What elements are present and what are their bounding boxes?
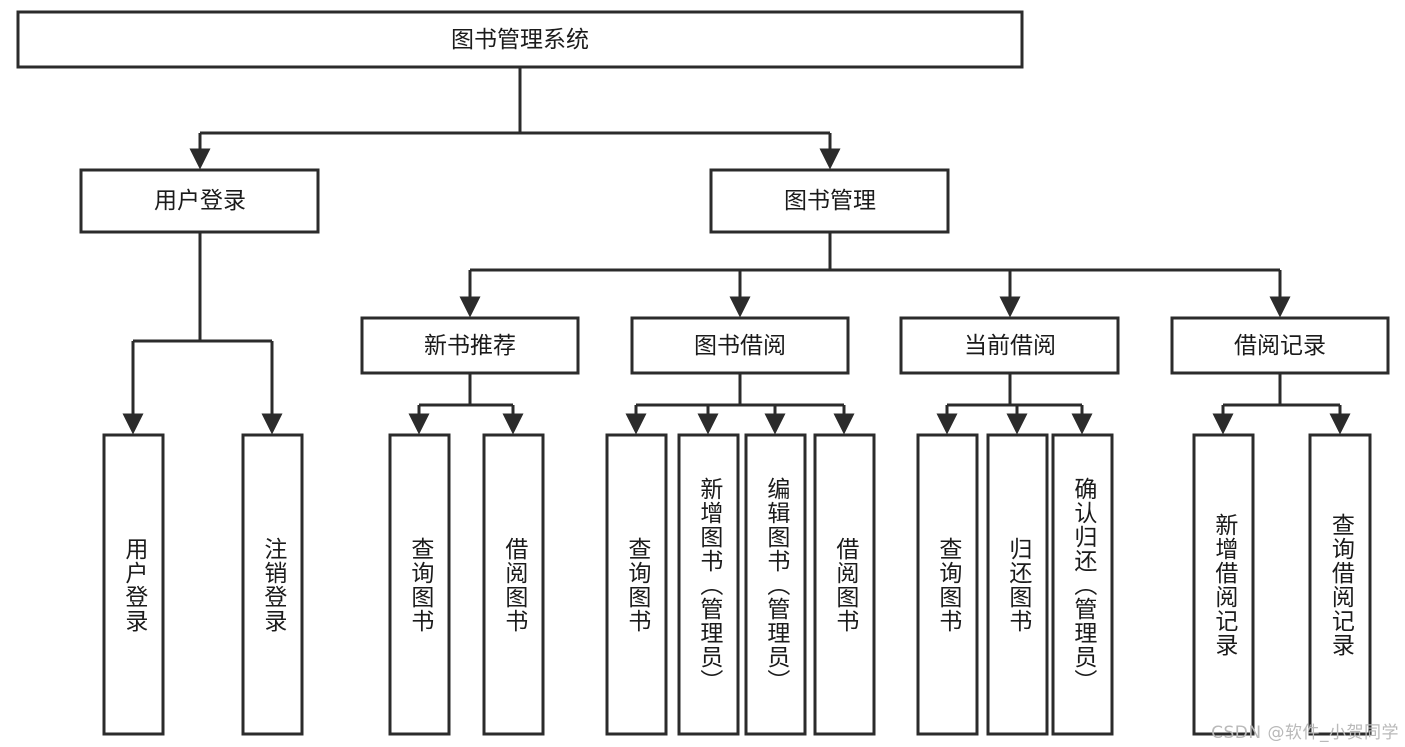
leaf-box-book-borrow-3[interactable]: [744, 433, 807, 736]
connector-group: [122, 67, 1351, 435]
node-root-box[interactable]: [16, 10, 1024, 69]
node-new-book-label: 新书推荐: [424, 333, 516, 359]
leaf-box-borrow-record-2[interactable]: [1308, 433, 1372, 736]
leaf-box-current-borrow-2[interactable]: [986, 433, 1049, 736]
node-book-borrow-label: 图书借阅: [694, 333, 786, 359]
node-borrow-record-box[interactable]: [1170, 316, 1390, 375]
node-book-manage-box[interactable]: [709, 168, 950, 234]
leaf-box-book-borrow-1[interactable]: [605, 433, 668, 736]
node-root[interactable]: 图书管理系统: [16, 10, 1024, 69]
leaf-box-current-borrow-3[interactable]: [1051, 433, 1114, 736]
node-current-borrow[interactable]: 当前借阅: [899, 316, 1120, 375]
leaf-box-group: [102, 433, 1372, 736]
leaf-box-user-login-2[interactable]: [241, 433, 304, 736]
node-book-manage[interactable]: 图书管理: [709, 168, 950, 234]
node-borrow-record-label: 借阅记录: [1234, 333, 1326, 359]
node-book-manage-label: 图书管理: [784, 188, 876, 214]
node-book-borrow-box[interactable]: [630, 316, 850, 375]
node-borrow-record[interactable]: 借阅记录: [1170, 316, 1390, 375]
node-book-borrow[interactable]: 图书借阅: [630, 316, 850, 375]
node-new-book-box[interactable]: [360, 316, 580, 375]
csdn-watermark: CSDN @软件_小贺同学: [1211, 723, 1399, 743]
leaf-box-current-borrow-1[interactable]: [916, 433, 979, 736]
node-current-borrow-label: 当前借阅: [964, 333, 1056, 359]
leaf-box-book-borrow-2[interactable]: [677, 433, 740, 736]
leaf-box-book-borrow-4[interactable]: [813, 433, 876, 736]
leaf-box-borrow-record-1[interactable]: [1192, 433, 1255, 736]
node-root-label: 图书管理系统: [451, 27, 589, 53]
node-new-book[interactable]: 新书推荐: [360, 316, 580, 375]
node-user-login[interactable]: 用户登录: [79, 168, 320, 234]
node-user-login-label: 用户登录: [154, 188, 246, 214]
leaf-box-new-book-1[interactable]: [388, 433, 451, 736]
leaf-box-user-login-1[interactable]: [102, 433, 165, 736]
node-user-login-box[interactable]: [79, 168, 320, 234]
leaf-box-new-book-2[interactable]: [482, 433, 545, 736]
node-current-borrow-box[interactable]: [899, 316, 1120, 375]
